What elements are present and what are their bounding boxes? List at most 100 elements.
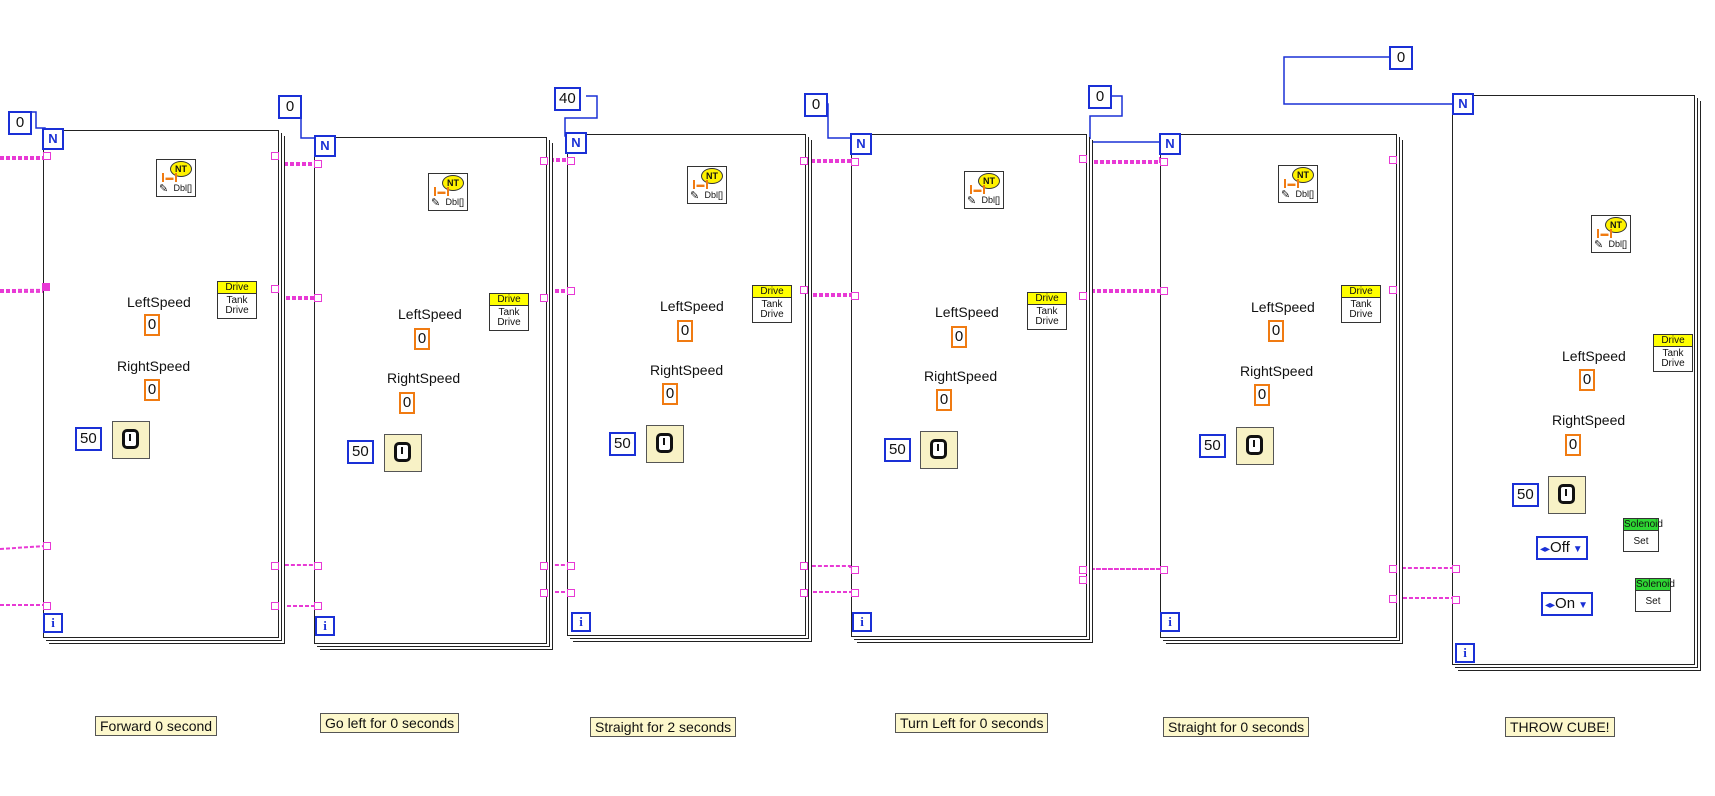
iteration-terminal: i	[1455, 643, 1475, 663]
count-constant[interactable]: 0	[1088, 85, 1112, 109]
wait-timer-node[interactable]	[1236, 427, 1274, 465]
tank-drive-node[interactable]: Drive Tank Drive	[1341, 285, 1381, 323]
pencil-icon: ✎	[159, 183, 169, 195]
iteration-terminal: i	[571, 612, 591, 632]
dropdown-arrow-icon[interactable]: ▼	[1572, 544, 1583, 555]
frame-caption: Straight for 0 seconds	[1163, 717, 1310, 737]
solenoid-off-enum[interactable]: ◂▸Off▼	[1536, 536, 1588, 560]
tunnel	[540, 589, 548, 597]
tunnel	[314, 562, 322, 570]
wait-timer-node[interactable]	[1548, 476, 1586, 514]
drive-body: Tank Drive	[1661, 348, 1685, 369]
tunnel	[271, 562, 279, 570]
right-speed-constant[interactable]: 0	[1254, 384, 1270, 406]
dropdown-arrow-icon[interactable]: ▼	[1578, 600, 1588, 611]
wait-timer-node[interactable]	[384, 434, 422, 472]
wait-timer-node[interactable]	[646, 425, 684, 463]
tunnel	[314, 160, 322, 168]
left-speed-label: LeftSpeed	[398, 306, 462, 322]
tunnel	[800, 286, 808, 294]
for-loop-frame-2	[314, 137, 547, 644]
networktable-write-node[interactable]: NT ▬ ✎ Dbl[]	[964, 171, 1004, 209]
count-constant[interactable]: 0	[1389, 46, 1413, 70]
tank-drive-node[interactable]: Drive Tank Drive	[1653, 334, 1693, 372]
wait-ms-constant[interactable]: 50	[1199, 434, 1226, 458]
networktable-write-node[interactable]: NT ▬ ✎ Dbl[]	[1591, 215, 1631, 253]
solenoid-on-enum[interactable]: ◂▸On▼	[1541, 592, 1593, 616]
left-speed-constant[interactable]: 0	[1579, 369, 1595, 391]
nt-type-label: Dbl[]	[704, 190, 723, 200]
drive-body: Tank Drive	[497, 307, 521, 328]
loop-count-terminal: N	[850, 133, 872, 155]
right-speed-constant[interactable]: 0	[144, 379, 160, 401]
tunnel	[567, 589, 575, 597]
solenoid-method: Set	[1645, 596, 1661, 607]
tank-drive-node[interactable]: Drive Tank Drive	[489, 293, 529, 331]
tunnel	[1452, 596, 1460, 604]
nt-type-label: Dbl[]	[1608, 239, 1627, 249]
right-speed-constant[interactable]: 0	[399, 392, 415, 414]
for-loop-frame-4	[851, 134, 1087, 637]
wait-timer-node[interactable]	[112, 421, 150, 459]
count-constant[interactable]: 40	[554, 87, 581, 111]
left-speed-constant[interactable]: 0	[144, 314, 160, 336]
tunnel	[1389, 565, 1397, 573]
array-bracket-icon: ▬	[970, 185, 985, 194]
right-speed-label: RightSpeed	[924, 368, 998, 384]
wait-ms-constant[interactable]: 50	[75, 427, 102, 451]
tank-drive-node[interactable]: Drive Tank Drive	[1027, 292, 1067, 330]
count-constant[interactable]: 0	[804, 93, 828, 117]
drive-title: Drive	[1654, 335, 1692, 347]
tunnel	[1160, 566, 1168, 574]
left-speed-constant[interactable]: 0	[414, 328, 430, 350]
tunnel	[800, 589, 808, 597]
tunnel	[314, 602, 322, 610]
tunnel	[271, 152, 279, 160]
right-speed-constant[interactable]: 0	[662, 383, 678, 405]
pencil-icon: ✎	[1594, 239, 1604, 251]
iteration-terminal: i	[852, 612, 872, 632]
frame-caption: Turn Left for 0 seconds	[895, 713, 1049, 733]
left-speed-constant[interactable]: 0	[677, 320, 693, 342]
tunnel	[851, 589, 859, 597]
count-constant[interactable]: 0	[278, 95, 302, 119]
drive-title: Drive	[1342, 286, 1380, 298]
drive-title: Drive	[490, 294, 528, 306]
wait-ms-constant[interactable]: 50	[1512, 483, 1539, 507]
solenoid-set-node-1[interactable]: Solenoid Set	[1623, 518, 1663, 552]
tunnel	[1160, 287, 1168, 295]
wait-ms-constant[interactable]: 50	[884, 438, 911, 462]
iteration-terminal: i	[1160, 612, 1180, 632]
wait-ms-constant[interactable]: 50	[609, 432, 636, 456]
for-loop-frame-6	[1452, 95, 1695, 665]
left-speed-constant[interactable]: 0	[1268, 320, 1284, 342]
tunnel	[1079, 576, 1087, 584]
left-speed-label: LeftSpeed	[1251, 299, 1315, 315]
right-speed-constant[interactable]: 0	[936, 389, 952, 411]
pencil-icon: ✎	[1281, 189, 1291, 201]
networktable-write-node[interactable]: NT ▬ ✎ Dbl[]	[428, 173, 468, 211]
tank-drive-node[interactable]: Drive Tank Drive	[217, 281, 257, 319]
tunnel	[43, 602, 51, 610]
right-speed-constant[interactable]: 0	[1565, 434, 1581, 456]
networktable-write-node[interactable]: NT ▬ ✎ Dbl[]	[1278, 165, 1318, 203]
solenoid-method: Set	[1633, 536, 1649, 547]
array-bracket-icon: ▬	[162, 173, 177, 182]
drive-body: Tank Drive	[1349, 299, 1373, 320]
right-speed-label: RightSpeed	[1552, 412, 1626, 428]
array-bracket-icon: ▬	[1284, 179, 1299, 188]
solenoid-set-node-2[interactable]: Solenoid Set	[1635, 578, 1675, 612]
tunnel	[1389, 156, 1397, 164]
count-constant[interactable]: 0	[8, 111, 32, 135]
loop-count-terminal: N	[314, 135, 336, 157]
wait-ms-constant[interactable]: 50	[347, 440, 374, 464]
nt-type-label: Dbl[]	[173, 183, 192, 193]
for-loop-frame-5	[1160, 134, 1397, 638]
networktable-write-node[interactable]: NT ▬ ✎ Dbl[]	[156, 159, 196, 197]
networktable-write-node[interactable]: NT ▬ ✎ Dbl[]	[687, 166, 727, 204]
tank-drive-node[interactable]: Drive Tank Drive	[752, 285, 792, 323]
wait-timer-node[interactable]	[920, 431, 958, 469]
increment-arrows-icon: ◂▸	[1545, 600, 1556, 611]
tunnel	[540, 157, 548, 165]
left-speed-constant[interactable]: 0	[951, 326, 967, 348]
